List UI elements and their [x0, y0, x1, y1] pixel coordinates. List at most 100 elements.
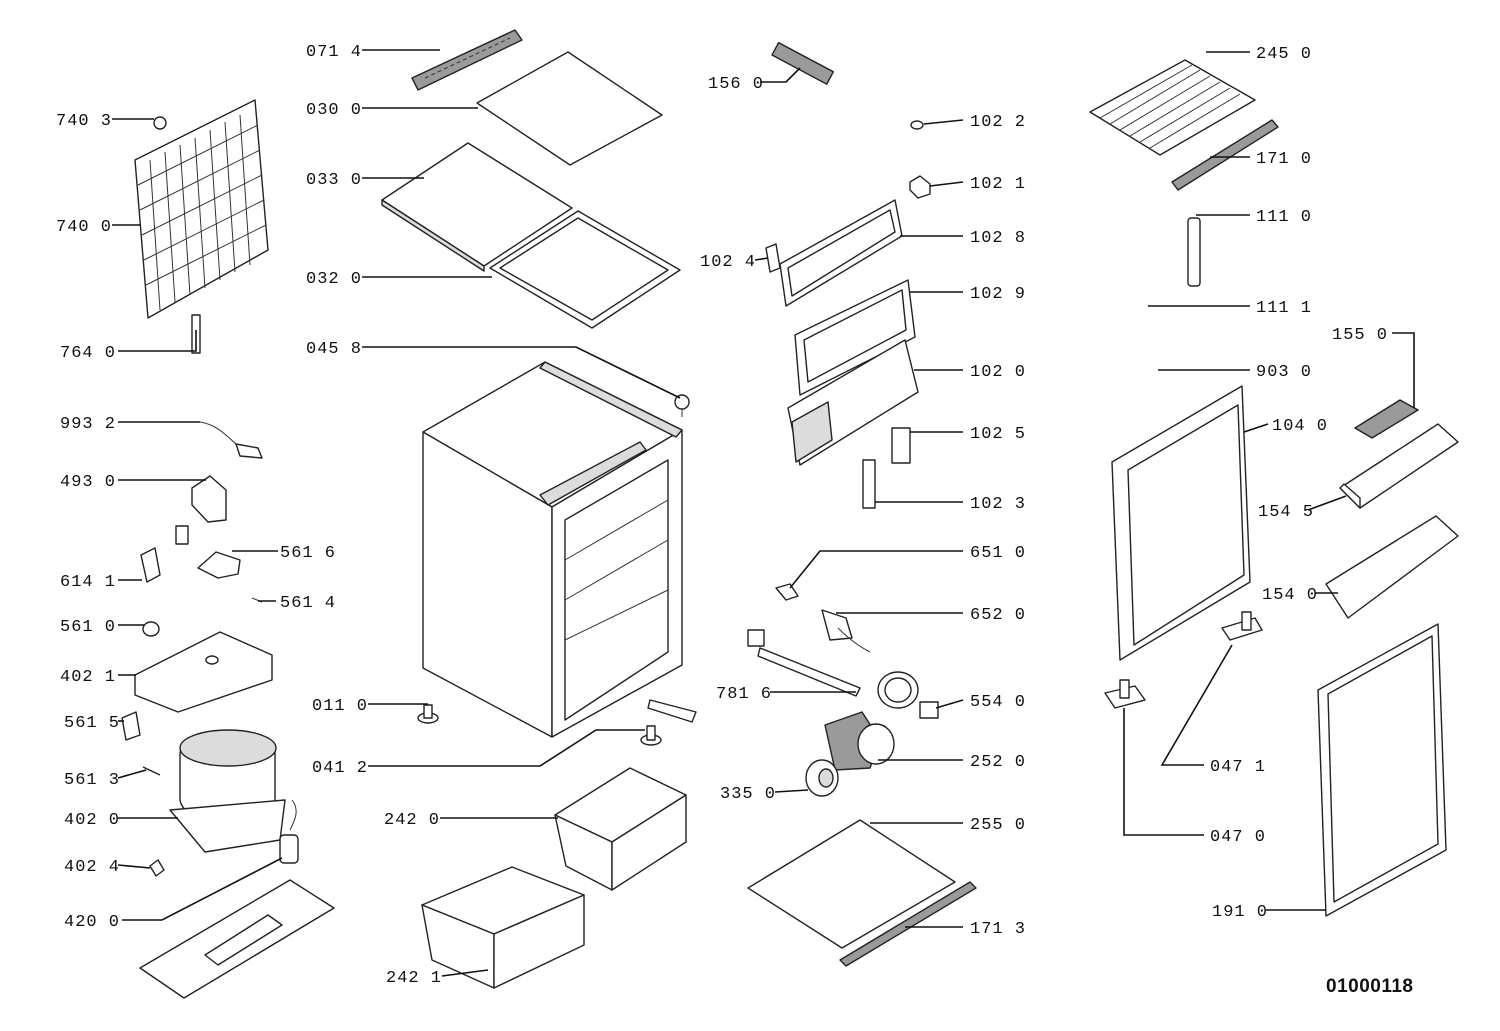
part-label-7816: 781 6	[716, 685, 772, 704]
part-label-1020: 102 0	[970, 363, 1026, 382]
part-label-5610: 561 0	[60, 618, 116, 637]
part-door-balcony-lower	[1325, 515, 1459, 619]
part-shelf	[381, 142, 573, 272]
part-label-6141: 614 1	[60, 573, 116, 592]
part-label-7640: 764 0	[60, 344, 116, 363]
leader-line	[754, 257, 769, 261]
part-compressor	[169, 729, 286, 853]
part-latch-1023	[862, 459, 876, 509]
part-door-balcony-upper	[1339, 423, 1459, 509]
part-label-4020: 402 0	[64, 811, 120, 830]
part-relay	[140, 525, 189, 583]
part-small-grille	[771, 41, 835, 85]
part-label-1560: 156 0	[708, 75, 764, 94]
part-freezer-door	[787, 339, 919, 466]
leader-line	[1392, 332, 1415, 408]
part-label-3350: 335 0	[720, 785, 776, 804]
part-label-1710: 171 0	[1256, 150, 1312, 169]
part-wire-shelf	[1089, 59, 1256, 156]
part-label-0714: 071 4	[306, 43, 362, 62]
part-crisper-upper	[554, 767, 687, 891]
part-label-5613: 561 3	[64, 771, 120, 790]
part-label-1029: 102 9	[970, 285, 1026, 304]
part-label-1025: 102 5	[970, 425, 1026, 444]
part-label-0320: 032 0	[306, 270, 362, 289]
part-hinge-0471	[1221, 611, 1263, 641]
part-label-5540: 554 0	[970, 693, 1026, 712]
part-shelf-rail	[411, 29, 523, 91]
part-label-7400: 740 0	[56, 218, 112, 237]
part-knob	[775, 583, 799, 601]
part-label-9030: 903 0	[1256, 363, 1312, 382]
part-bolt	[142, 766, 161, 776]
leader-line	[923, 119, 964, 125]
part-protector	[197, 551, 241, 579]
part-thermostat-bracket	[821, 609, 871, 653]
leader-line	[760, 67, 801, 83]
part-hinge-111	[1187, 217, 1201, 287]
part-bracket	[121, 711, 141, 741]
leader-line	[368, 729, 645, 767]
leader-line	[117, 769, 147, 779]
part-crisper-cover	[747, 819, 956, 949]
part-egg-tray	[1354, 399, 1419, 439]
part-labels: 071 4 030 0 033 0 032 0 045 8 156 0 740 …	[56, 43, 1388, 988]
part-crisper-lower	[421, 866, 585, 989]
part-label-1540: 154 0	[1262, 586, 1318, 605]
part-compressor-base	[134, 631, 273, 713]
parts-illustrations	[121, 29, 1459, 999]
leader-line	[789, 550, 963, 589]
part-foot	[417, 704, 439, 724]
part-label-2421: 242 1	[386, 969, 442, 988]
part-condenser	[134, 99, 269, 354]
leader-line	[118, 330, 197, 352]
part-label-2450: 245 0	[1256, 45, 1312, 64]
part-capacitor	[279, 799, 299, 864]
part-label-0412: 041 2	[312, 759, 368, 778]
part-bush	[910, 120, 924, 130]
part-label-2550: 255 0	[970, 816, 1026, 835]
part-label-1550: 155 0	[1332, 326, 1388, 345]
part-label-1910: 191 0	[1212, 903, 1268, 922]
part-hinge-foot	[640, 699, 697, 746]
part-pin	[765, 243, 781, 273]
part-dial	[805, 759, 839, 797]
part-shelf-frame	[489, 210, 681, 329]
leader-line	[774, 789, 809, 793]
part-fridge-door	[1111, 385, 1251, 661]
part-label-0300: 030 0	[306, 101, 362, 120]
part-glass-plate	[476, 51, 663, 166]
part-capillary	[747, 629, 861, 697]
part-label-1545: 154 5	[1258, 503, 1314, 522]
part-label-4930: 493 0	[60, 473, 116, 492]
leader-line	[362, 346, 681, 399]
part-light-bracket	[877, 671, 939, 719]
part-hinge-102-1	[909, 175, 931, 199]
leader-line	[441, 969, 489, 977]
part-label-1028: 102 8	[970, 229, 1026, 248]
part-door-latch	[891, 427, 911, 464]
part-label-6510: 651 0	[970, 544, 1026, 563]
leader-line	[1160, 644, 1233, 766]
part-label-1021: 102 1	[970, 175, 1026, 194]
part-door-gasket	[1317, 623, 1447, 917]
part-label-0458: 045 8	[306, 340, 362, 359]
part-label-0470: 047 0	[1210, 828, 1266, 847]
part-clip	[142, 621, 160, 637]
part-label-4200: 420 0	[64, 913, 120, 932]
leader-lines	[112, 49, 1415, 977]
part-label-7403: 740 3	[56, 112, 112, 131]
part-label-5616: 561 6	[280, 544, 336, 563]
part-relay-cover	[191, 475, 227, 523]
part-label-0471: 047 1	[1210, 758, 1266, 777]
part-door-frame-1028	[779, 199, 903, 307]
leader-line	[1123, 708, 1204, 836]
leader-line	[117, 864, 151, 869]
part-label-2420: 242 0	[384, 811, 440, 830]
drawing-code: 01000118	[1326, 976, 1414, 997]
part-label-1022: 102 2	[970, 113, 1026, 132]
part-shelf-strip	[1171, 119, 1279, 191]
part-label-1713: 171 3	[970, 920, 1026, 939]
part-clamp	[149, 859, 165, 877]
